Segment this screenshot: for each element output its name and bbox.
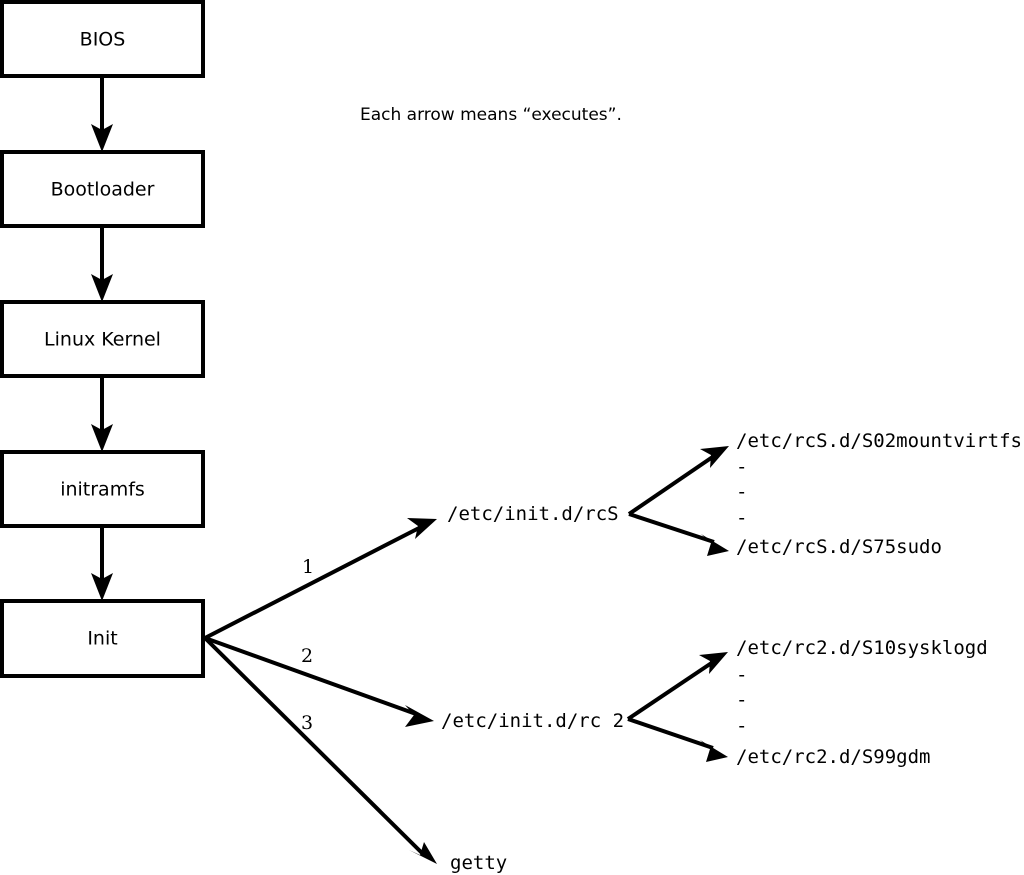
arrow-kernel-to-initramfs — [91, 376, 113, 452]
branch-arrow-rcS-line — [204, 525, 422, 640]
node-bios-rect — [0, 0, 205, 78]
init-branch-arrows: 1 /etc/init.d/rcS 2 /etc/init.d/rc 2 3 g… — [203, 503, 624, 874]
branch-arrow-rcS-head — [407, 518, 437, 539]
arrow-bootloader-to-kernel — [91, 226, 113, 302]
arrow-bios-to-bootloader — [91, 76, 113, 152]
node-linux-kernel-rect — [0, 300, 205, 378]
rcS-script-arrows: /etc/rcS.d/S02mountvirtfs - - - /etc/rcS… — [627, 430, 1022, 558]
process-boxes: BIOS Bootloader Linux Kernel initramfs I… — [0, 0, 205, 678]
sub-label-rcS-last: /etc/rcS.d/S75sudo — [736, 536, 942, 558]
rc2-ellipsis: - - - — [736, 664, 747, 737]
node-linux-kernel: Linux Kernel — [0, 300, 205, 378]
branch-arrow-rc2-line — [204, 636, 417, 716]
node-bios: BIOS — [0, 0, 205, 78]
rc2-ellipsis-dash-1: - — [736, 664, 747, 686]
branch-label-getty: getty — [450, 852, 507, 874]
sub-label-rcS-first: /etc/rcS.d/S02mountvirtfs — [736, 430, 1022, 452]
sub-arrow-rc2-first-line — [626, 660, 715, 721]
rcS-ellipsis: - - - — [736, 456, 747, 529]
node-bootloader-label: Bootloader — [51, 179, 155, 201]
sub-label-rc2-first: /etc/rc2.d/S10sysklogd — [736, 637, 988, 659]
sub-arrow-rcS-last-line — [628, 512, 715, 544]
rcS-ellipsis-dash-1: - — [736, 456, 747, 478]
sub-arrow-rc2-last-line — [627, 717, 714, 750]
rcS-ellipsis-dash-2: - — [736, 481, 747, 503]
arrow-initramfs-to-init — [91, 526, 113, 601]
sub-arrow-rc2-first — [626, 652, 728, 721]
rc2-script-arrows: /etc/rc2.d/S10sysklogd - - - /etc/rc2.d/… — [626, 637, 988, 768]
branch-number-2: 2 — [301, 645, 313, 667]
branch-label-rcS: /etc/init.d/rcS — [447, 503, 619, 525]
node-initramfs-label: initramfs — [60, 479, 145, 501]
sub-arrow-rc2-last-head — [700, 740, 728, 762]
node-init-rect — [0, 599, 205, 678]
branch-arrow-getty-line — [203, 636, 425, 856]
vertical-arrows — [91, 76, 113, 601]
node-bootloader: Bootloader — [0, 150, 205, 228]
sub-arrow-rcS-first-head — [700, 446, 729, 468]
node-initramfs: initramfs — [0, 450, 205, 528]
sub-arrow-rcS-first-line — [627, 454, 716, 516]
legend-note: Each arrow means “executes”. — [360, 105, 622, 125]
node-linux-kernel-label: Linux Kernel — [44, 329, 161, 351]
sub-arrow-rc2-last — [627, 717, 728, 762]
branch-number-3: 3 — [301, 712, 313, 734]
branch-number-1: 1 — [302, 556, 314, 578]
arrow-initramfs-to-init-head — [91, 573, 113, 601]
branch-arrow-rc2-head — [405, 705, 434, 727]
arrow-bios-to-bootloader-head — [91, 124, 113, 152]
sub-arrow-rc2-first-head — [699, 652, 728, 674]
branch-arrow-rcS: 1 — [204, 518, 437, 640]
node-initramfs-rect — [0, 450, 205, 528]
node-init-label: Init — [87, 628, 117, 650]
node-init: Init — [0, 599, 205, 678]
node-bios-label: BIOS — [80, 29, 126, 51]
arrow-bootloader-to-kernel-head — [91, 274, 113, 302]
rc2-ellipsis-dash-3: - — [736, 715, 747, 737]
branch-arrow-getty-head — [409, 842, 437, 864]
sub-arrow-rcS-first — [627, 446, 729, 516]
branch-label-rc2: /etc/init.d/rc 2 — [441, 710, 624, 732]
rcS-ellipsis-dash-3: - — [736, 507, 747, 529]
sub-label-rc2-last: /etc/rc2.d/S99gdm — [736, 746, 930, 768]
branch-arrow-getty: 3 — [203, 636, 437, 864]
branch-arrow-rc2: 2 — [204, 636, 434, 727]
rc2-ellipsis-dash-2: - — [736, 689, 747, 711]
arrow-kernel-to-initramfs-head — [91, 424, 113, 452]
sub-arrow-rcS-last-head — [701, 534, 729, 556]
sub-arrow-rcS-last — [628, 512, 729, 556]
